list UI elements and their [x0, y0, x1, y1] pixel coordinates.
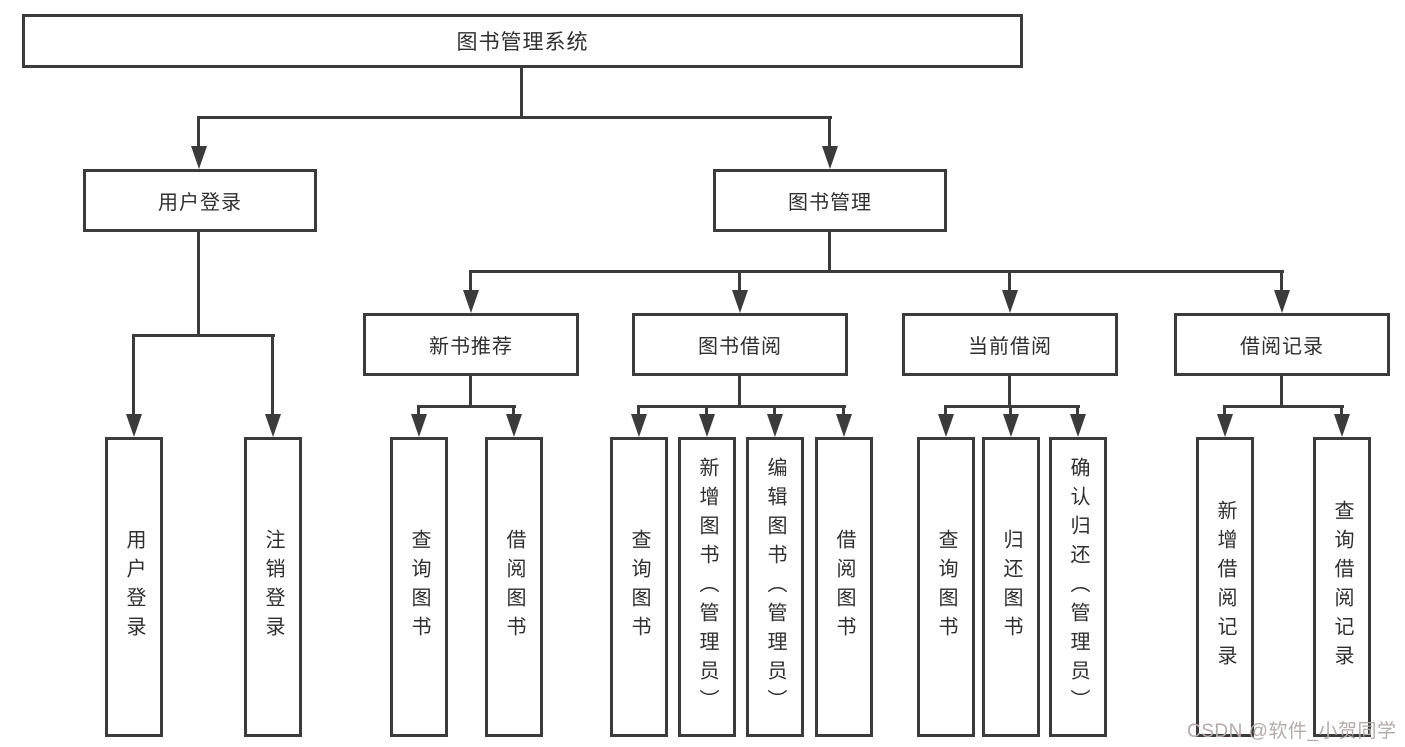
- connector-line-vertical: [842, 406, 845, 417]
- arrowhead-down-icon: [126, 414, 142, 437]
- node-label: 用户登录: [123, 529, 145, 645]
- node-leaf-query-books: 查询图书: [390, 437, 448, 737]
- node-label: 图书管理系统: [456, 31, 589, 54]
- arrowhead-down-icon: [767, 414, 783, 437]
- connector-line-horizontal: [132, 334, 275, 337]
- connector-line-vertical: [469, 376, 472, 408]
- connector-line-vertical: [512, 406, 515, 417]
- node-leaf-edit-books-admin: 编辑图书（管理员）: [746, 437, 804, 737]
- node-label: 归还图书: [1000, 529, 1022, 645]
- node-leaf-query-books: 查询图书: [610, 437, 668, 737]
- connector-line-vertical: [132, 335, 135, 417]
- connector-line-vertical: [1009, 406, 1012, 417]
- connector-line-horizontal: [637, 405, 846, 408]
- arrowhead-down-icon: [1002, 290, 1018, 313]
- connector-line-vertical: [1280, 376, 1283, 408]
- node-leaf-borrow-books: 借阅图书: [485, 437, 543, 737]
- node-leaf-confirm-return-admin: 确认归还（管理员）: [1049, 437, 1107, 737]
- connector-line-vertical: [738, 271, 741, 293]
- arrowhead-down-icon: [1003, 414, 1019, 437]
- connector-line-vertical: [197, 117, 200, 149]
- node-current-borrowing: 当前借阅: [902, 313, 1118, 376]
- node-leaf-add-books-admin: 新增图书（管理员）: [678, 437, 736, 737]
- node-label: 当前借阅: [968, 336, 1052, 358]
- arrowhead-down-icon: [836, 414, 852, 437]
- connector-line-horizontal: [469, 270, 1284, 273]
- node-label: 图书管理: [788, 192, 872, 214]
- node-label: 新增借阅记录: [1214, 500, 1236, 674]
- node-library-management-system: 图书管理系统: [22, 14, 1023, 68]
- node-label: 借阅记录: [1240, 336, 1324, 358]
- arrowhead-down-icon: [265, 414, 281, 437]
- connector-line-vertical: [469, 271, 472, 293]
- node-leaf-borrow-books: 借阅图书: [815, 437, 873, 737]
- connector-line-vertical: [197, 232, 200, 337]
- connector-line-vertical: [417, 406, 420, 417]
- connector-line-horizontal: [1223, 405, 1344, 408]
- connector-line-vertical: [1280, 271, 1283, 293]
- connector-line-vertical: [1008, 271, 1011, 293]
- node-label: 借阅图书: [503, 529, 525, 645]
- node-borrowing-records: 借阅记录: [1174, 313, 1390, 376]
- node-label: 图书借阅: [698, 336, 782, 358]
- arrowhead-down-icon: [631, 414, 647, 437]
- node-label: 借阅图书: [833, 529, 855, 645]
- node-label: 注销登录: [262, 529, 284, 645]
- arrowhead-down-icon: [1334, 414, 1350, 437]
- csdn-watermark: CSDN @软件_小贺同学: [1187, 721, 1397, 742]
- connector-line-vertical: [1008, 376, 1011, 408]
- node-leaf-query-borrow-record: 查询借阅记录: [1313, 437, 1371, 737]
- connector-line-vertical: [637, 406, 640, 417]
- node-label: 查询图书: [628, 529, 650, 645]
- node-user-login: 用户登录: [83, 169, 317, 232]
- arrowhead-down-icon: [506, 414, 522, 437]
- node-new-book-recommendation: 新书推荐: [363, 313, 579, 376]
- arrowhead-down-icon: [938, 414, 954, 437]
- connector-line-vertical: [738, 376, 741, 408]
- arrowhead-down-icon: [732, 290, 748, 313]
- node-label: 新书推荐: [429, 336, 513, 358]
- connector-line-horizontal: [197, 116, 832, 119]
- node-book-management: 图书管理: [713, 169, 947, 232]
- arrowhead-down-icon: [822, 146, 838, 169]
- node-leaf-query-books: 查询图书: [917, 437, 975, 737]
- node-label: 查询借阅记录: [1331, 500, 1353, 674]
- connector-line-vertical: [1223, 406, 1226, 417]
- connector-line-horizontal: [417, 405, 516, 408]
- node-book-borrowing: 图书借阅: [632, 313, 848, 376]
- arrowhead-down-icon: [1217, 414, 1233, 437]
- node-label: 查询图书: [408, 529, 430, 645]
- arrowhead-down-icon: [699, 414, 715, 437]
- node-label: 用户登录: [158, 192, 242, 214]
- node-label: 查询图书: [935, 529, 957, 645]
- node-label: 新增图书（管理员）: [696, 456, 718, 718]
- connector-line-vertical: [271, 335, 274, 417]
- connector-line-vertical: [828, 117, 831, 149]
- node-leaf-user-login: 用户登录: [105, 437, 163, 737]
- connector-line-vertical: [705, 406, 708, 417]
- connector-line-vertical: [520, 68, 523, 119]
- connector-line-vertical: [1340, 406, 1343, 417]
- node-leaf-logout: 注销登录: [244, 437, 302, 737]
- arrowhead-down-icon: [191, 146, 207, 169]
- connector-line-vertical: [944, 406, 947, 417]
- node-label: 编辑图书（管理员）: [764, 456, 786, 718]
- connector-line-vertical: [828, 232, 831, 273]
- arrowhead-down-icon: [1274, 290, 1290, 313]
- arrowhead-down-icon: [411, 414, 427, 437]
- connector-line-horizontal: [944, 405, 1080, 408]
- arrowhead-down-icon: [463, 290, 479, 313]
- node-leaf-add-borrow-record: 新增借阅记录: [1196, 437, 1254, 737]
- node-label: 确认归还（管理员）: [1067, 456, 1089, 718]
- node-leaf-return-books: 归还图书: [982, 437, 1040, 737]
- connector-line-vertical: [773, 406, 776, 417]
- connector-line-vertical: [1076, 406, 1079, 417]
- arrowhead-down-icon: [1070, 414, 1086, 437]
